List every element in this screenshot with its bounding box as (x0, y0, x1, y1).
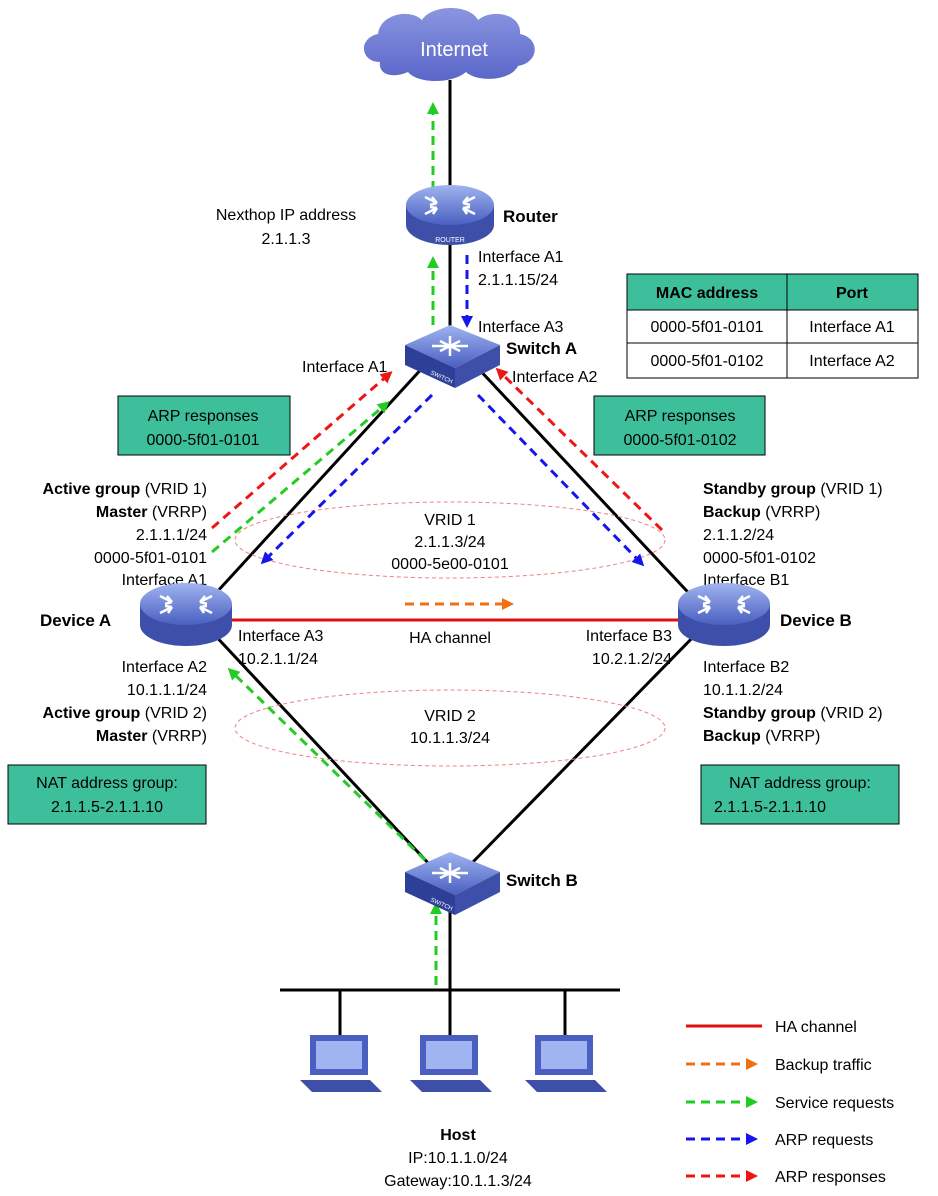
device-a-router-icon (140, 583, 232, 646)
mac-table-header-cell (626, 273, 788, 311)
arp-right-title: ARP responses (625, 408, 736, 425)
switch-a-interface-a2: Interface A2 (512, 369, 597, 386)
device-b-label: Device B (780, 611, 852, 630)
arp-left-mac: 0000-5f01-0101 (147, 432, 260, 449)
device-b-standby-group: Standby group (VRID 1) (703, 481, 883, 498)
legend-label: Service requests (775, 1095, 894, 1112)
device-b-standby-group-2: Standby group (VRID 2) (703, 705, 883, 722)
router-interface-ip: 2.1.1.15/24 (478, 272, 558, 289)
vrid1-ip: 2.1.1.3/24 (414, 534, 485, 551)
device-a-ip-a3: 10.2.1.1/24 (238, 651, 318, 668)
device-a-ip-a2: 10.1.1.1/24 (127, 682, 207, 699)
mac-table-cell (786, 342, 919, 379)
mac-table-row-2-port: Interface A2 (809, 353, 894, 370)
switch-a-icon (405, 325, 500, 388)
device-b-interface-b2: Interface B2 (703, 659, 789, 676)
nat-right-range: 2.1.1.5-2.1.1.10 (714, 799, 826, 816)
vrid-2-ellipse (234, 689, 666, 767)
mac-table-row-1-mac: 0000-5f01-0101 (651, 319, 764, 336)
device-b-ip-b2: 10.1.1.2/24 (703, 682, 783, 699)
mac-table-header-cell (786, 273, 919, 311)
legend-label: HA channel (775, 1019, 857, 1036)
arp-response-arrow-device-a (211, 371, 393, 530)
legend: HA channel Backup traffic Service reques… (686, 1019, 894, 1186)
vrid2-ip: 10.1.1.3/24 (410, 730, 490, 747)
router-label: Router (503, 207, 558, 226)
router-interface: Interface A1 (478, 249, 563, 266)
device-a-active-group-2: Active group (VRID 2) (43, 705, 207, 722)
legend-label: Backup traffic (775, 1057, 872, 1074)
internet-cloud-icon (363, 8, 535, 81)
device-a-master-2: Master (VRRP) (96, 728, 207, 745)
nat-left-range: 2.1.1.5-2.1.1.10 (51, 799, 163, 816)
mac-table-row-1-port: Interface A1 (809, 319, 894, 336)
arp-responses-left-box (117, 395, 291, 456)
device-a-mac1: 0000-5f01-0101 (94, 550, 207, 567)
service-request-arrow-device-a (211, 401, 390, 554)
arp-request-arrow-device-a (260, 393, 434, 565)
nat-address-group-left-box (7, 764, 207, 825)
vrid1-mac: 0000-5e00-0101 (391, 556, 509, 573)
device-a-ip1: 2.1.1.1/24 (136, 527, 207, 544)
mac-table-header-mac: MAC address (656, 285, 758, 302)
switch-a-label: Switch A (506, 339, 577, 358)
host-ip: IP:10.1.1.0/24 (408, 1150, 508, 1167)
switch-b-label: Switch B (506, 871, 578, 890)
router-icon (406, 185, 494, 245)
host-computer-icon (410, 1035, 492, 1092)
device-b-ip1: 2.1.1.2/24 (703, 527, 774, 544)
host-computer-icon (300, 1035, 382, 1092)
host-label: Host (440, 1127, 476, 1144)
switch-b-icon (405, 852, 500, 915)
arp-left-title: ARP responses (148, 408, 259, 425)
device-a-master: Master (VRRP) (96, 504, 207, 521)
nat-address-group-right-box (700, 764, 900, 825)
vrid-1-ellipse (234, 501, 666, 579)
device-b-ip-b3: 10.2.1.2/24 (592, 651, 672, 668)
switch-a-interface-a1: Interface A1 (302, 359, 387, 376)
arp-response-arrow-device-b (495, 367, 664, 532)
nexthop-ip: 2.1.1.3 (262, 231, 311, 248)
device-a-interface-a3: Interface A3 (238, 628, 323, 645)
vrid1-title: VRID 1 (424, 512, 476, 529)
arp-responses-right-box (593, 395, 766, 456)
mac-table-row-2-mac: 0000-5f01-0102 (651, 353, 764, 370)
device-b-router-icon (678, 583, 770, 646)
device-a-label: Device A (40, 611, 111, 630)
router-icon-label: ROUTER (435, 237, 465, 244)
arp-right-mac: 0000-5f01-0102 (624, 432, 737, 449)
service-request-arrow-switch-b-device-a (227, 667, 427, 862)
host-gateway: Gateway:10.1.1.3/24 (384, 1173, 532, 1190)
legend-label: ARP requests (775, 1132, 873, 1149)
device-a-interface-a2: Interface A2 (122, 659, 207, 676)
device-b-switch-b-link (468, 628, 702, 867)
device-b-mac1: 0000-5f01-0102 (703, 550, 816, 567)
internet-label: Internet (420, 39, 488, 61)
vrid2-title: VRID 2 (424, 708, 476, 725)
host-computer-icon (525, 1035, 607, 1092)
nat-right-title: NAT address group: (729, 775, 871, 792)
arp-request-arrow-device-b (476, 393, 645, 567)
mac-table: MAC address Port 0000-5f01-0101 Interfac… (626, 273, 919, 379)
device-b-backup-2: Backup (VRRP) (703, 728, 820, 745)
mac-table-header-port: Port (836, 285, 869, 302)
device-a-active-group: Active group (VRID 1) (43, 481, 207, 498)
switch-a-interface-a3: Interface A3 (478, 319, 563, 336)
nexthop-title: Nexthop IP address (216, 207, 356, 224)
nat-left-title: NAT address group: (36, 775, 178, 792)
device-b-interface-b3: Interface B3 (586, 628, 672, 645)
device-a-switch-b-link (208, 628, 432, 867)
legend-label: ARP responses (775, 1169, 886, 1186)
ha-channel-label: HA channel (409, 630, 491, 647)
switch-a-device-b-link (473, 363, 702, 607)
device-b-backup: Backup (VRRP) (703, 504, 820, 521)
